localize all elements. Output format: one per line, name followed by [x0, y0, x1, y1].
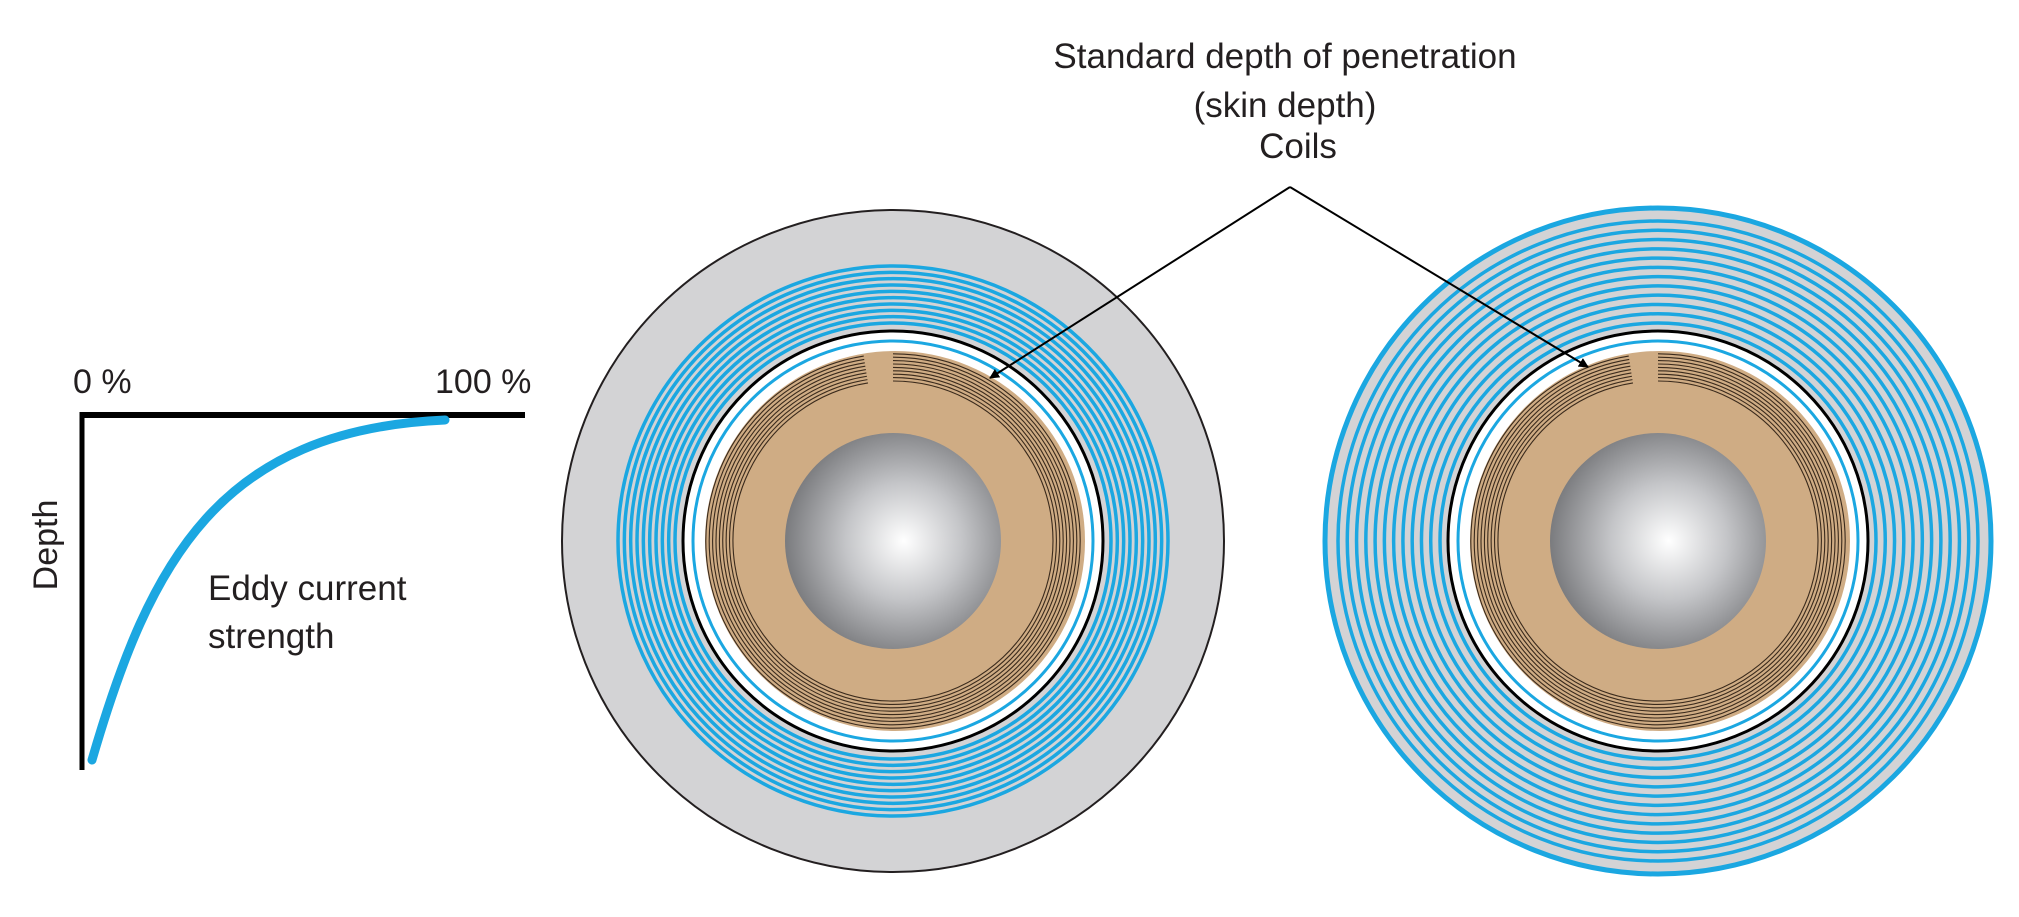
callout: Standard depth of penetration (skin dept…: [1053, 37, 1516, 166]
coil-winding: [705, 353, 1081, 729]
eddy-current-ring: [666, 314, 1120, 768]
core: [785, 433, 1001, 649]
curve-label-line1: Eddy current: [208, 569, 407, 608]
eddy-current-rings: [616, 264, 1170, 818]
inner-eddy-ring: [691, 339, 1095, 743]
coil-winding: [1480, 363, 1836, 719]
axis-start-label: 0 %: [73, 363, 132, 401]
pointer-line-left: [989, 186, 1291, 379]
callout-line2: (skin depth): [1194, 86, 1377, 125]
eddy-current-ring: [628, 276, 1158, 806]
coil-winding: [1483, 366, 1833, 716]
coil-winding: [1497, 380, 1819, 702]
coil-winding: [1470, 353, 1846, 729]
right-cross-section: [1322, 205, 1994, 877]
coil-winding: [725, 373, 1061, 709]
inner-eddy-ring: [1456, 339, 1860, 743]
coil-winding: [1487, 370, 1829, 712]
coil-winding: [722, 370, 1064, 712]
pointer-line-right: [1289, 186, 1589, 368]
coil-winding: [1494, 377, 1822, 705]
coil-winding: [732, 380, 1054, 702]
coil-winding: [1490, 373, 1826, 709]
callout-pointers: [989, 186, 1589, 379]
eddy-current-ring: [1336, 219, 1980, 863]
eddy-current-ring: [1401, 284, 1915, 798]
eddy-current-ring: [673, 321, 1113, 761]
eddy-current-ring: [1438, 321, 1878, 761]
eddy-current-ring: [1382, 265, 1934, 817]
axis-end-label: 100 %: [435, 363, 531, 401]
eddy-current-ring: [641, 289, 1145, 793]
coil-winding: [715, 363, 1071, 719]
eddy-current-ring: [616, 264, 1170, 818]
coil-winding: [708, 356, 1078, 726]
coil-winding: [712, 360, 1074, 722]
coil-winding: [1477, 360, 1839, 722]
curve-label-line2: strength: [208, 617, 334, 656]
eddy-current-ring: [1428, 311, 1888, 771]
eddy-current-rings: [1336, 219, 1980, 863]
eddy-current-ring: [1419, 302, 1897, 780]
eddy-current-ring: [647, 295, 1139, 787]
coil-windings: [1470, 353, 1846, 729]
callout-line3: Coils: [1259, 127, 1337, 166]
depth-axis-label: Depth: [27, 500, 65, 591]
eddy-current-ring: [1364, 247, 1952, 835]
eddy-current-ring: [635, 283, 1151, 799]
eddy-current-ring: [1354, 237, 1962, 845]
core: [1550, 433, 1766, 649]
callout-line1: Standard depth of penetration: [1053, 37, 1516, 76]
coil-winding: [1473, 356, 1843, 726]
strength-depth-graph: 0 % 100 % Depth Eddy current strength: [27, 363, 531, 770]
eddy-current-ring: [622, 270, 1164, 812]
strength-curve: [87, 415, 450, 765]
coil-windings: [705, 353, 1081, 729]
eddy-current-ring: [1373, 256, 1943, 826]
eddy-current-ring: [1345, 228, 1971, 854]
eddy-current-ring: [660, 308, 1126, 774]
eddy-current-ring: [654, 302, 1132, 780]
coil-winding: [729, 377, 1057, 705]
eddy-current-ring: [1410, 293, 1906, 789]
eddy-current-ring: [1391, 274, 1925, 808]
left-cross-section: [561, 209, 1225, 873]
coil-winding: [718, 366, 1068, 716]
